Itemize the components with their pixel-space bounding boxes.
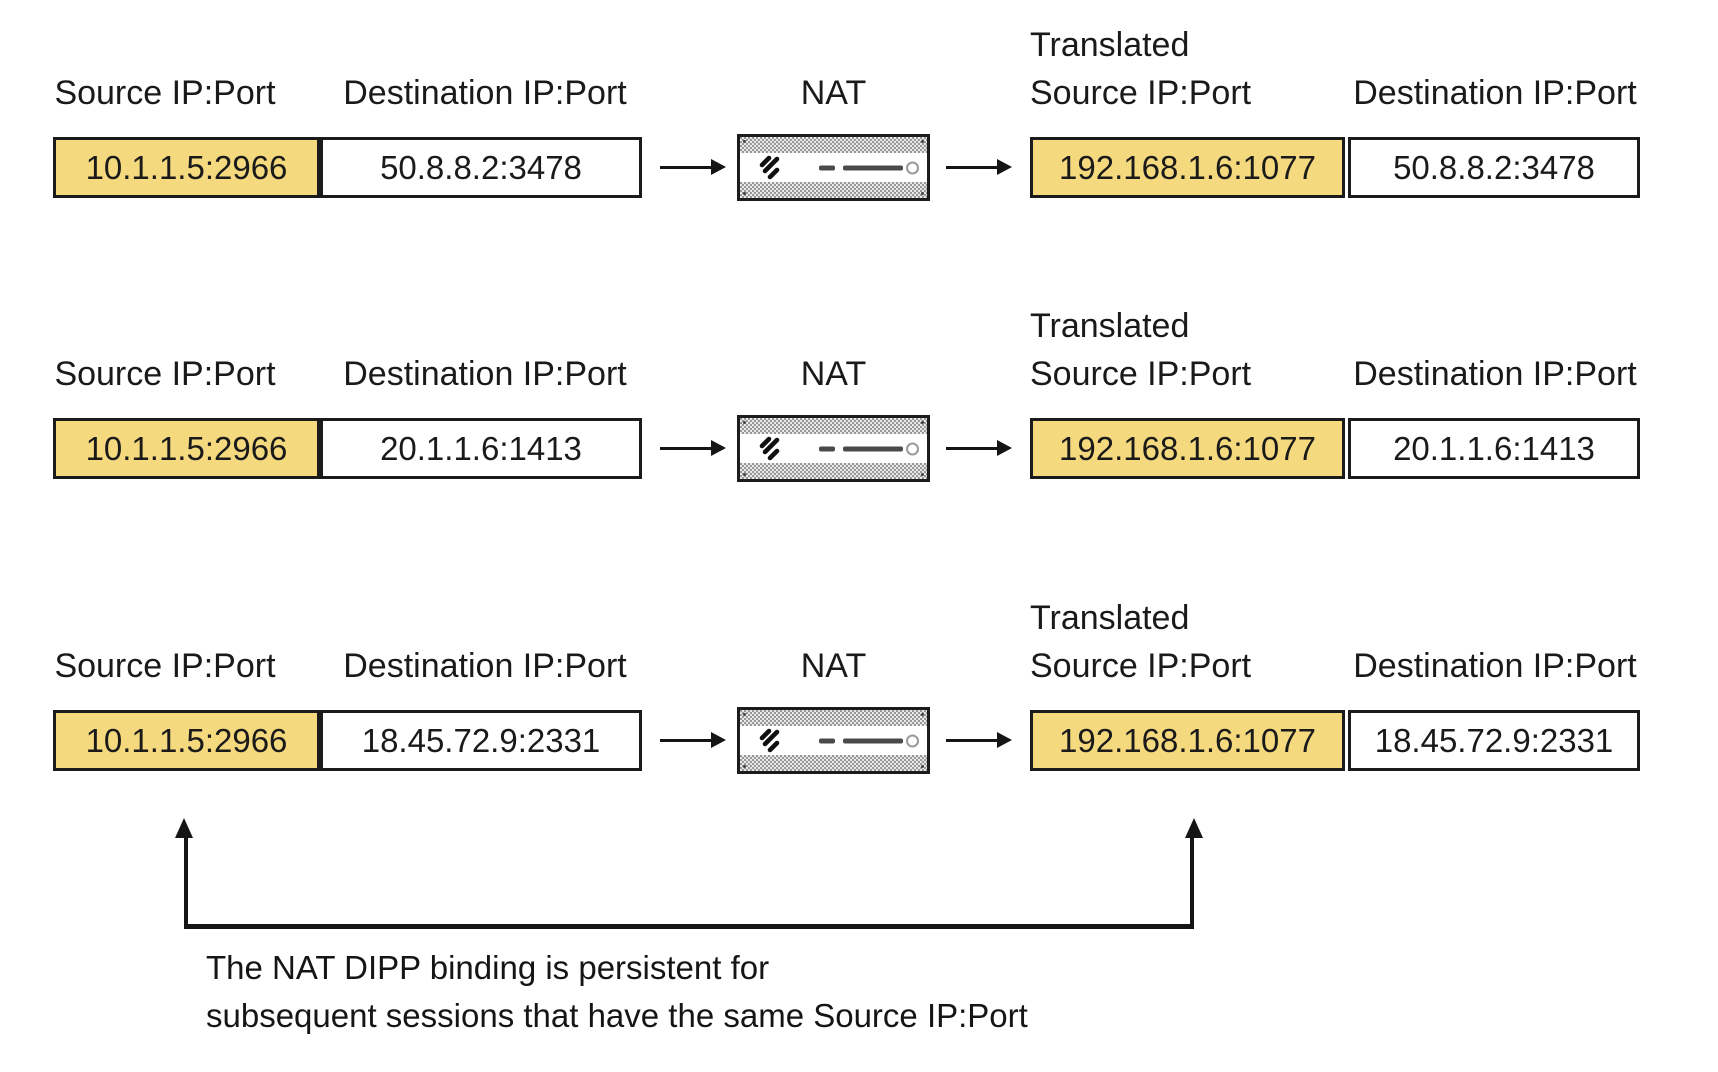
- binding-caption-line2: subsequent sessions that have the same S…: [206, 997, 1028, 1034]
- device-vent-band: [740, 463, 927, 479]
- device-vent-band: [740, 182, 927, 198]
- up-arrow-icon: [175, 818, 193, 838]
- destination-ipport-label: Destination IP:Port: [343, 74, 627, 112]
- screw-icon: [743, 473, 746, 476]
- device-dash: [819, 165, 835, 170]
- device-dash: [843, 738, 903, 743]
- destination-ipport-value: 20.1.1.6:1413: [320, 418, 642, 479]
- device-dash: [843, 446, 903, 451]
- device-led-icon: [906, 442, 919, 455]
- right-arrow-icon: [946, 159, 1012, 175]
- translated-source-ipport-label: Source IP:Port: [1030, 355, 1252, 393]
- nat-firewall-icon: [737, 134, 930, 201]
- translated-source-ipport-value: 192.168.1.6:1077: [1030, 710, 1345, 771]
- screw-icon: [743, 140, 746, 143]
- source-ipport-value: 10.1.1.5:2966: [53, 418, 320, 479]
- screw-icon: [921, 421, 924, 424]
- nat-label: NAT: [800, 355, 867, 393]
- binding-caption-line1: The NAT DIPP binding is persistent for: [206, 949, 770, 986]
- translated-source-ipport-value: 192.168.1.6:1077: [1030, 137, 1345, 198]
- right-arrow-icon: [946, 440, 1012, 456]
- binding-caption: The NAT DIPP binding is persistent for s…: [206, 944, 1028, 1040]
- translated-source-ipport-label: Source IP:Port: [1030, 74, 1252, 112]
- source-ipport-label: Source IP:Port: [54, 647, 276, 685]
- device-vent-band: [740, 710, 927, 726]
- device-led-icon: [906, 734, 919, 747]
- screw-icon: [743, 713, 746, 716]
- nat-label: NAT: [800, 647, 867, 685]
- translated-label-line1: Translated: [1030, 599, 1190, 637]
- device-vent-band: [740, 137, 927, 153]
- vendor-logo-icon: [759, 155, 780, 179]
- source-ipport-label: Source IP:Port: [54, 355, 276, 393]
- source-ipport-value: 10.1.1.5:2966: [53, 137, 320, 198]
- translated-destination-ipport-value: 50.8.8.2:3478: [1348, 137, 1640, 198]
- vendor-logo-icon: [759, 436, 780, 460]
- screw-icon: [743, 192, 746, 195]
- translated-destination-ipport-value: 20.1.1.6:1413: [1348, 418, 1640, 479]
- translated-destination-ipport-label: Destination IP:Port: [1353, 647, 1637, 685]
- right-arrow-icon: [660, 732, 726, 748]
- translated-source-ipport-label: Source IP:Port: [1030, 647, 1252, 685]
- screw-icon: [921, 765, 924, 768]
- source-ipport-label: Source IP:Port: [54, 74, 276, 112]
- nat-firewall-icon: [737, 707, 930, 774]
- translated-label-line1: Translated: [1030, 26, 1190, 64]
- translated-label-line1: Translated: [1030, 307, 1190, 345]
- screw-icon: [921, 473, 924, 476]
- device-dash: [819, 738, 835, 743]
- device-vent-band: [740, 755, 927, 771]
- right-arrow-icon: [946, 732, 1012, 748]
- screw-icon: [743, 765, 746, 768]
- right-arrow-icon: [660, 159, 726, 175]
- vendor-logo-icon: [759, 728, 780, 752]
- device-dash: [843, 165, 903, 170]
- up-arrow-icon: [1185, 818, 1203, 838]
- translated-destination-ipport-value: 18.45.72.9:2331: [1348, 710, 1640, 771]
- screw-icon: [743, 421, 746, 424]
- destination-ipport-value: 50.8.8.2:3478: [320, 137, 642, 198]
- screw-icon: [921, 192, 924, 195]
- nat-firewall-icon: [737, 415, 930, 482]
- device-led-icon: [906, 161, 919, 174]
- device-vent-band: [740, 418, 927, 434]
- right-arrow-icon: [660, 440, 726, 456]
- translated-destination-ipport-label: Destination IP:Port: [1353, 355, 1637, 393]
- destination-ipport-value: 18.45.72.9:2331: [320, 710, 642, 771]
- device-dash: [819, 446, 835, 451]
- nat-label: NAT: [800, 74, 867, 112]
- translated-destination-ipport-label: Destination IP:Port: [1353, 74, 1637, 112]
- binding-bracket: [175, 818, 1203, 929]
- translated-source-ipport-value: 192.168.1.6:1077: [1030, 418, 1345, 479]
- destination-ipport-label: Destination IP:Port: [343, 647, 627, 685]
- screw-icon: [921, 713, 924, 716]
- screw-icon: [921, 140, 924, 143]
- source-ipport-value: 10.1.1.5:2966: [53, 710, 320, 771]
- destination-ipport-label: Destination IP:Port: [343, 355, 627, 393]
